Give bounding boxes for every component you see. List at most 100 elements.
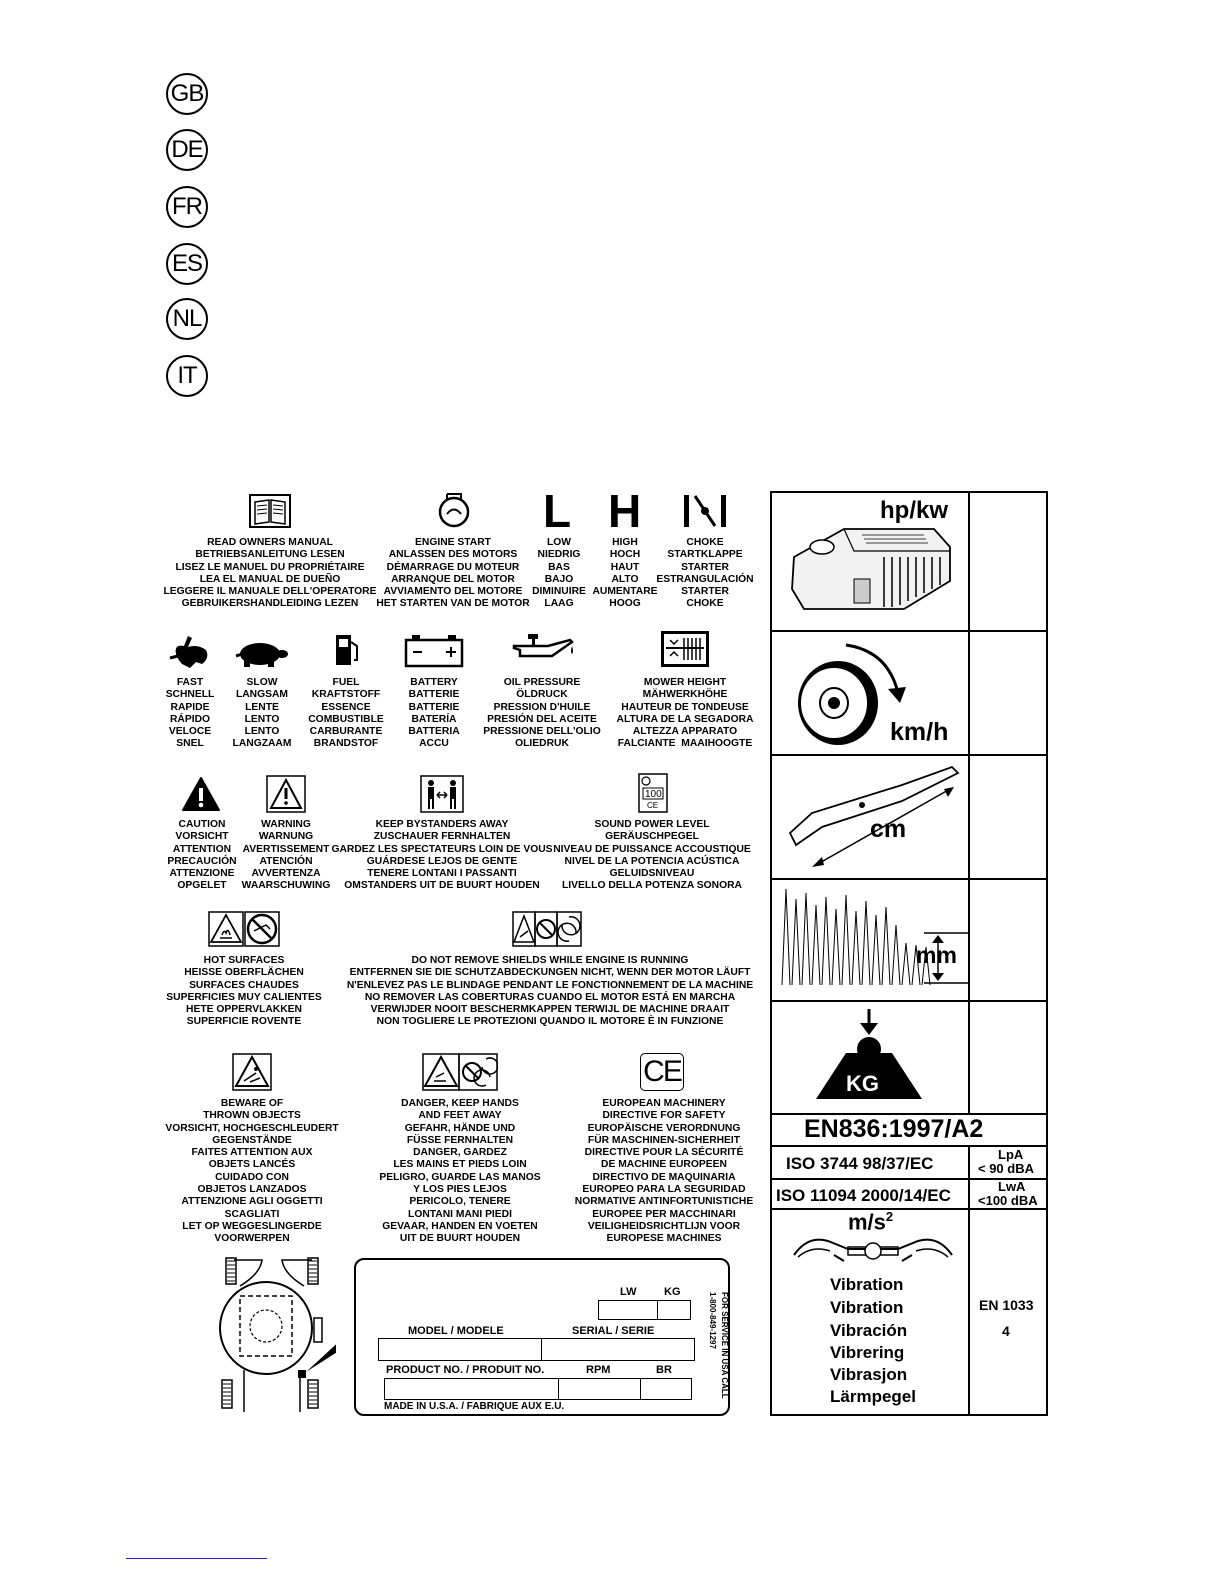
language-badge-gb: GB: [166, 73, 208, 115]
language-badge-it: IT: [166, 355, 208, 397]
row-line: [968, 1178, 1048, 1180]
plate-model-box: [378, 1338, 542, 1361]
vibration-unit: m/s2: [848, 1209, 893, 1235]
plate-product-box: [384, 1378, 559, 1400]
vibration-standard: EN 1033: [979, 1297, 1034, 1313]
row-line: [772, 1113, 1046, 1115]
fast-label: FAST SCHNELL RAPIDE RÁPIDO VELOCE SNEL: [165, 677, 215, 750]
vibration-unit-exponent: 2: [885, 1209, 894, 1224]
plate-service-line2: 1-800-849-1297: [708, 1292, 717, 1349]
bystanders-label: KEEP BYSTANDERS AWAY ZUSCHAUER FERNHALTE…: [331, 819, 553, 892]
footnote-rule: [126, 1558, 267, 1559]
high-label: HIGH HOCH HAUT ALTO AUMENTARE HOOG: [592, 537, 658, 610]
row-line: [772, 630, 1046, 632]
mower-height-label: MOWER HEIGHT MÄHWERKHÖHE HAUTEUR DE TOND…: [616, 677, 754, 750]
spec-table-divider: [968, 493, 970, 1114]
spec-table: hp/kw km/h cm mm KG EN836:1997/A2 ISO 37…: [770, 491, 1048, 1416]
hands-feet-icon: [422, 1053, 498, 1091]
language-badge-es: ES: [166, 243, 208, 285]
plate-model-label: MODEL / MODELE: [408, 1325, 504, 1337]
vibration-no: Vibrasjon: [830, 1365, 908, 1384]
plate-kg-box: [657, 1300, 691, 1320]
spec-table-divider-lower: [968, 1146, 970, 1416]
iso-3744-text: ISO 3744 98/37/EC: [786, 1154, 934, 1173]
manual-book-icon: [249, 494, 291, 528]
language-badge-fr: FR: [166, 186, 208, 228]
thrown-objects-icon: [232, 1053, 272, 1091]
row-line: [772, 754, 1046, 756]
vibration-es: Vibración: [830, 1321, 908, 1340]
language-badge-de: DE: [166, 129, 208, 171]
battery-label: BATTERY BATTERIE BATTERIE BATERÍA BATTER…: [408, 677, 460, 750]
low-symbol: L: [543, 485, 572, 537]
plate-br-box: [640, 1378, 692, 1400]
choke-label: CHOKE STARTKLAPPE STARTER ESTRANGULACIÓN…: [656, 537, 754, 610]
battery-icon: [404, 635, 464, 668]
plate-made-in: MADE IN U.S.A. / FABRIQUE AUX E.U.: [384, 1401, 565, 1412]
power-unit: hp/kw: [880, 497, 949, 524]
manual-label: READ OWNERS MANUAL BETRIEBSANLEITUNG LES…: [163, 537, 377, 610]
engine-start-label: ENGINE START ANLASSEN DES MOTORS DÉMARRA…: [376, 537, 530, 610]
mower-height-icon: [661, 631, 709, 667]
cutting-height-icon: [781, 888, 968, 986]
row-line: [772, 878, 1046, 880]
vibration-laermpegel: Lärmpegel: [830, 1387, 916, 1406]
vibration-unit-text: m/s: [848, 1209, 886, 1235]
hot-surfaces-label: HOT SURFACES HEISSE OBERFLÄCHEN SURFACES…: [166, 955, 322, 1028]
shields-icon: [512, 911, 582, 947]
rabbit-fast-icon: [169, 636, 208, 668]
vibration-value: 4: [1002, 1323, 1010, 1339]
ce-mark-icon: CE: [640, 1053, 684, 1091]
engine-start-icon: [438, 493, 470, 528]
sound-power-icon: 100 CE: [638, 773, 668, 813]
speed-unit: km/h: [890, 718, 949, 746]
mower-top-view-icon: [219, 1257, 336, 1412]
plate-product-label: PRODUCT NO. / PRODUIT NO.: [386, 1364, 545, 1376]
plate-kg-label: KG: [664, 1286, 681, 1298]
handlebar-hands-icon: [793, 1238, 953, 1262]
turtle-slow-icon: [235, 643, 288, 667]
shields-label: DO NOT REMOVE SHIELDS WHILE ENGINE IS RU…: [346, 955, 754, 1028]
plate-rpm-label: RPM: [586, 1364, 611, 1376]
language-badge-nl: NL: [166, 298, 208, 340]
caution-label: CAUTION VORSICHT ATTENTION PRECAUCIÓN AT…: [167, 819, 237, 892]
row-line: [772, 1208, 1046, 1210]
fuel-label: FUEL KRAFTSTOFF ESSENCE COMBUSTIBLE CARB…: [308, 677, 384, 750]
plate-service-line1: FOR SERVICE IN USA CALL: [720, 1292, 729, 1399]
vibration-de: Vibration: [830, 1298, 904, 1317]
plate-serial-box: [541, 1338, 695, 1361]
row-line: [772, 1145, 1046, 1147]
plate-serial-label: SERIAL / SERIE: [572, 1325, 655, 1337]
wheel-speed-icon: [798, 643, 906, 745]
lpa-value: < 90 dBA: [978, 1161, 1034, 1176]
iso-11094-text: ISO 11094 2000/14/EC: [776, 1186, 951, 1205]
lpa-label: LpA: [998, 1147, 1024, 1162]
ce-directive-label: EUROPEAN MACHINERY DIRECTIVE FOR SAFETY …: [574, 1098, 754, 1245]
fuel-pump-icon: [336, 635, 358, 665]
low-label: LOW NIEDRIG BAS BAJO DIMINUIRE LAAG: [532, 537, 586, 610]
standard-text: EN836:1997/A2: [804, 1115, 984, 1143]
iso-divider: [968, 1145, 970, 1208]
plate-rpm-box: [558, 1378, 641, 1400]
engine-illustration-icon: [791, 528, 951, 610]
sound-power-value: 100: [645, 789, 662, 800]
row-line: [772, 1178, 968, 1180]
oil-can-icon: [512, 634, 574, 658]
vibration-en: Vibration: [830, 1275, 904, 1294]
plate-lw-box: [598, 1300, 658, 1320]
sound-power-label: SOUND POWER LEVEL GERÄUSCHPEGEL NIVEAU D…: [553, 819, 751, 892]
cut-width-unit: cm: [870, 815, 907, 843]
serial-plate: LW KG MODEL / MODELE SERIAL / SERIE PROD…: [354, 1258, 730, 1416]
svg-text:CE: CE: [647, 801, 658, 810]
weight-icon: [816, 1009, 922, 1099]
high-symbol: H: [608, 485, 642, 537]
caution-triangle-icon: [182, 777, 220, 811]
cut-height-unit: mm: [916, 942, 957, 968]
hands-feet-label: DANGER, KEEP HANDS AND FEET AWAY GEFAHR,…: [379, 1098, 541, 1245]
thrown-objects-label: BEWARE OF THROWN OBJECTS VORSICHT, HOCHG…: [165, 1098, 339, 1245]
slow-label: SLOW LANGSAM LENTE LENTO LENTO LANGZAAM: [232, 677, 292, 750]
choke-icon: [684, 495, 726, 527]
row-line: [772, 1000, 1046, 1002]
hot-surfaces-icon: [208, 911, 280, 947]
lwa-label: LwA: [998, 1179, 1026, 1194]
